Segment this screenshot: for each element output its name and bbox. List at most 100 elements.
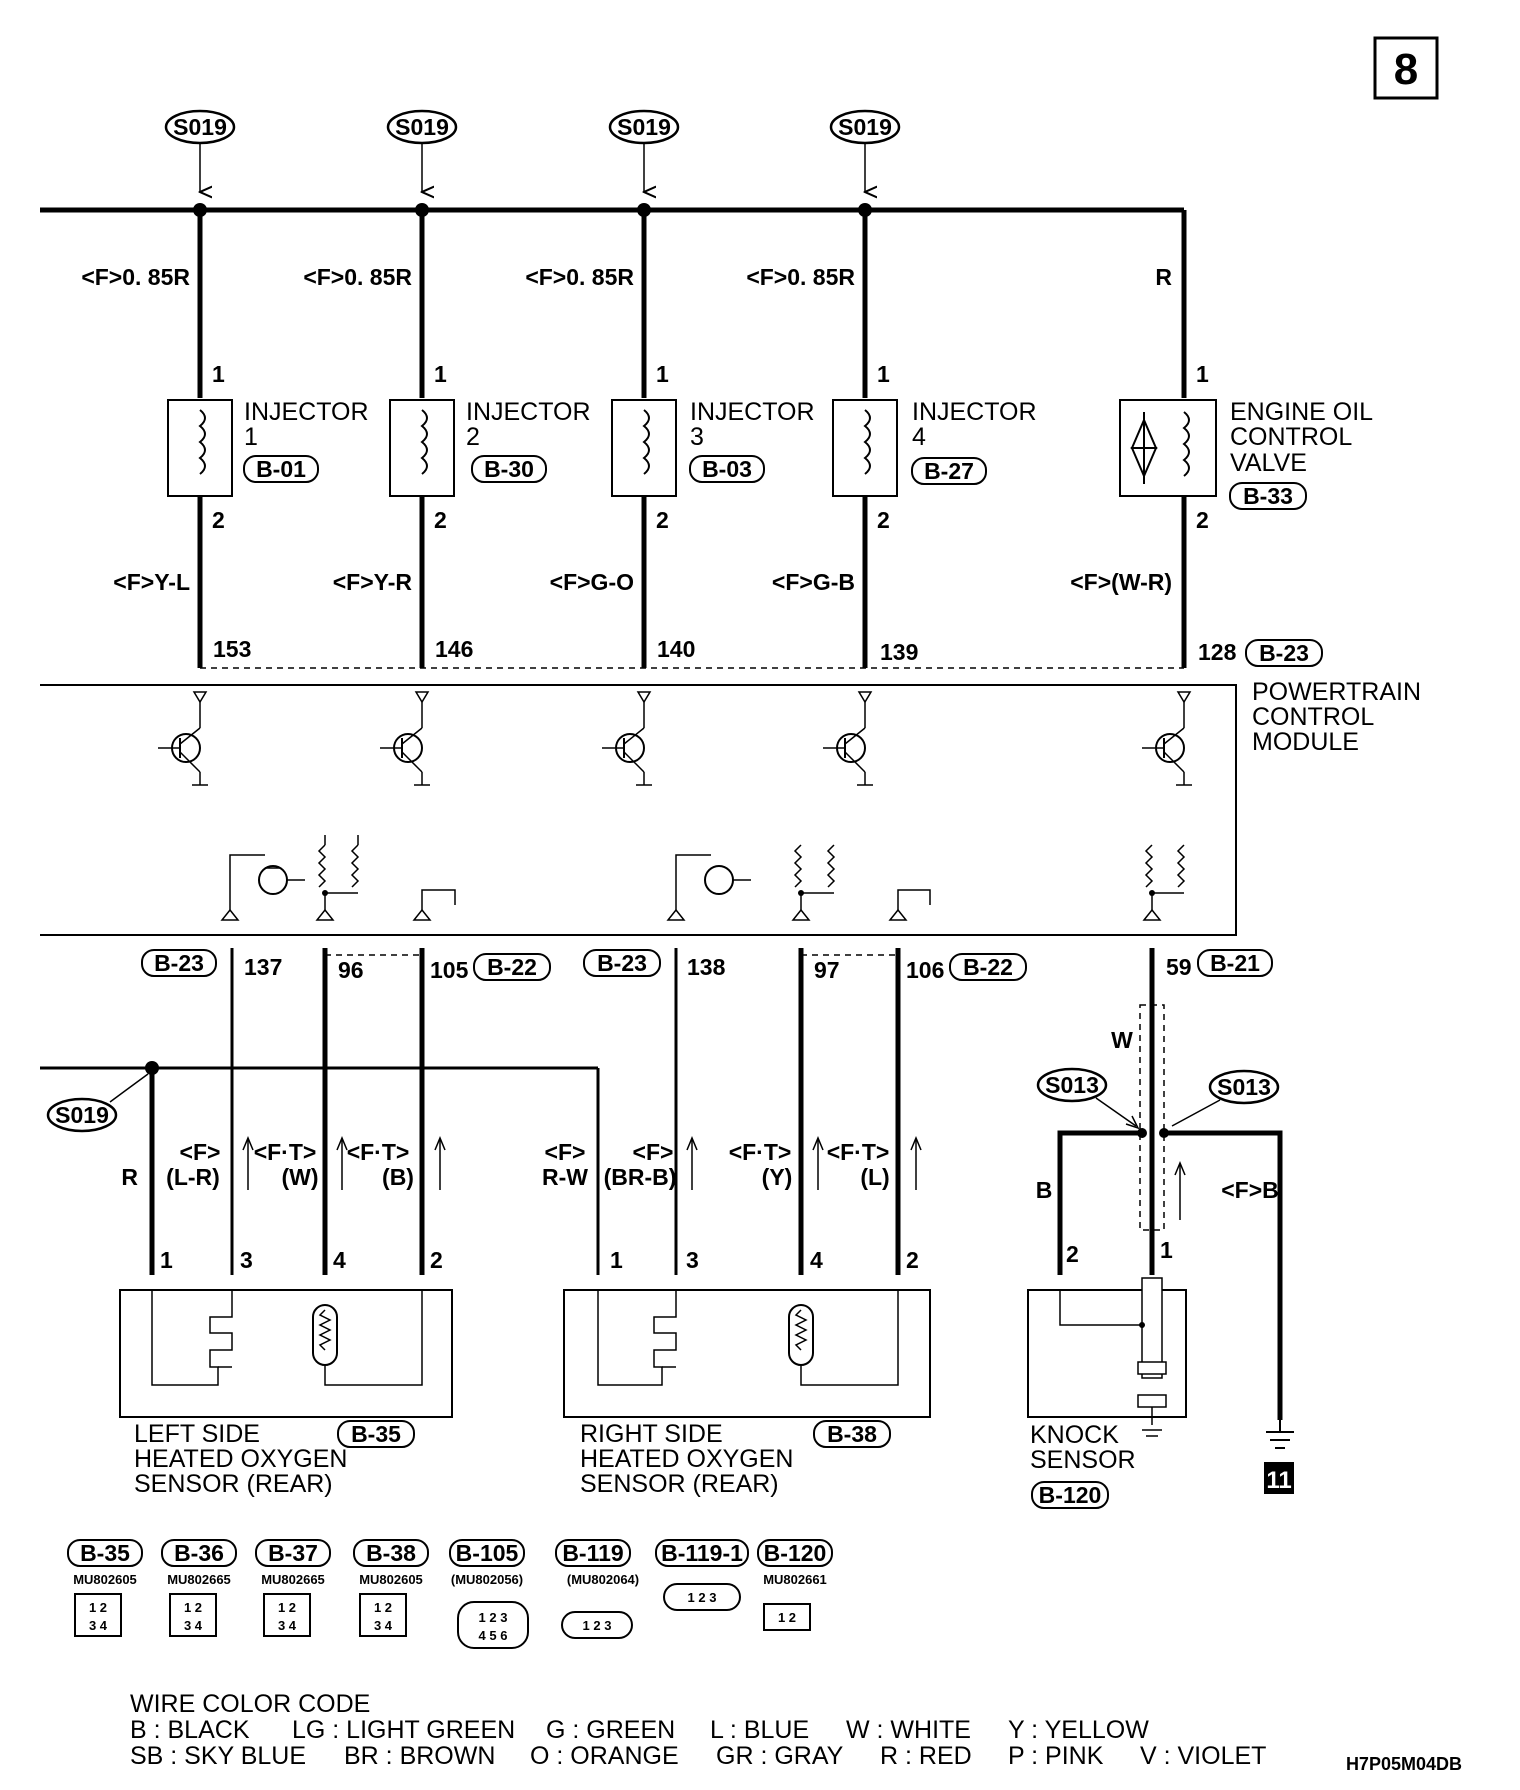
driver-5: [1142, 691, 1192, 786]
svg-text:MODULE: MODULE: [1252, 728, 1359, 756]
svg-text:SENSOR (REAR): SENSOR (REAR): [580, 1470, 779, 1498]
svg-text:INJECTOR: INJECTOR: [912, 398, 1037, 426]
svg-text:1: 1: [160, 1247, 173, 1273]
svg-text:HEATED OXYGEN: HEATED OXYGEN: [134, 1445, 347, 1473]
svg-text:MU802665: MU802665: [167, 1572, 231, 1587]
left-o2-wiring: B-23 137 96 105 B-22 S019 R <F> (L-R) <F…: [40, 948, 600, 1275]
svg-text:BR : BROWN: BR : BROWN: [344, 1742, 495, 1770]
svg-text:B-35: B-35: [351, 1421, 401, 1447]
svg-text:KNOCK: KNOCK: [1030, 1421, 1119, 1449]
svg-text:W: W: [1111, 1027, 1133, 1053]
svg-text:2: 2: [1066, 1241, 1079, 1267]
svg-text:2: 2: [466, 423, 480, 451]
svg-text:<F>0. 85R: <F>0. 85R: [525, 264, 634, 290]
legend-b-119: B-119 (MU802064) 1 2 3: [555, 1539, 639, 1639]
svg-text:2: 2: [430, 1247, 443, 1273]
svg-text:1: 1: [656, 361, 669, 387]
svg-text:146: 146: [435, 636, 473, 662]
svg-text:B-03: B-03: [702, 456, 752, 482]
svg-text:POWERTRAIN: POWERTRAIN: [1252, 678, 1421, 706]
svg-text:4: 4: [810, 1247, 823, 1273]
svg-text:<F>B: <F>B: [1221, 1177, 1279, 1203]
svg-text:MU802605: MU802605: [73, 1572, 137, 1587]
svg-text:CONTROL: CONTROL: [1252, 703, 1374, 731]
svg-text:<F>Y-L: <F>Y-L: [113, 569, 190, 595]
svg-text:(L): (L): [860, 1164, 889, 1190]
legend-b-35: B-35 MU802605 1 2 3 4: [67, 1539, 143, 1637]
svg-text:(L-R): (L-R): [166, 1164, 220, 1190]
svg-text:106: 106: [906, 957, 944, 983]
svg-text:3: 3: [686, 1247, 699, 1273]
svg-text:(W): (W): [281, 1164, 318, 1190]
sheet-number-box: 8: [1373, 36, 1439, 100]
injector-1: <F>0. 85R 1 2 <F>Y-L 153 INJECTOR 1 B-01: [81, 210, 369, 668]
svg-text:3 4: 3 4: [374, 1618, 393, 1633]
svg-text:137: 137: [244, 954, 282, 980]
injector-2: <F>0. 85R 1 2 <F>Y-R 146 INJECTOR 2 B-30: [303, 210, 591, 668]
svg-text:B-38: B-38: [827, 1421, 877, 1447]
injector-3: <F>0. 85R 1 2 <F>G-O 140 INJECTOR 3 B-03: [525, 210, 815, 668]
svg-text:INJECTOR: INJECTOR: [466, 398, 591, 426]
svg-text:2: 2: [434, 507, 447, 533]
legend-b-105: B-105 (MU802056) 1 2 3 4 5 6: [449, 1539, 529, 1649]
svg-text:2: 2: [906, 1247, 919, 1273]
svg-text:<F·T>: <F·T>: [347, 1139, 410, 1165]
svg-text:2: 2: [1196, 507, 1209, 533]
svg-text:<F·T>: <F·T>: [254, 1139, 317, 1165]
svg-text:B-21: B-21: [1210, 950, 1260, 976]
svg-text:RIGHT SIDE: RIGHT SIDE: [580, 1420, 723, 1448]
svg-text:<F>: <F>: [545, 1139, 586, 1165]
svg-text:INJECTOR: INJECTOR: [244, 398, 369, 426]
svg-text:B : BLACK: B : BLACK: [130, 1716, 250, 1744]
svg-text:O : ORANGE: O : ORANGE: [530, 1742, 679, 1770]
svg-text:G : GREEN: G : GREEN: [546, 1716, 675, 1744]
svg-text:P : PINK: P : PINK: [1008, 1742, 1104, 1770]
svg-text:B-119-1: B-119-1: [661, 1540, 743, 1566]
svg-text:97: 97: [814, 957, 840, 983]
svg-text:S019: S019: [173, 114, 227, 140]
svg-text:4: 4: [912, 423, 926, 451]
pcm-drivers: [158, 691, 1192, 786]
svg-text:<F>: <F>: [180, 1139, 221, 1165]
svg-text:R: R: [121, 1164, 138, 1190]
svg-text:<F>Y-R: <F>Y-R: [333, 569, 413, 595]
svg-text:<F>0. 85R: <F>0. 85R: [303, 264, 412, 290]
svg-text:B-38: B-38: [366, 1540, 416, 1566]
knock-wiring: 59 B-21 W B S013 S013 B <F>B 2 1: [1036, 948, 1283, 1420]
svg-text:B-23: B-23: [597, 950, 647, 976]
svg-text:3: 3: [240, 1247, 253, 1273]
splice-s019-1: S019: [164, 109, 236, 192]
legend-b-119-1: B-119-1 1 2 3: [655, 1539, 749, 1611]
svg-text:(B): (B): [382, 1164, 414, 1190]
svg-text:V : VIOLET: V : VIOLET: [1140, 1742, 1266, 1770]
svg-text:140: 140: [657, 636, 695, 662]
pcm-sensor-circuits: [220, 835, 1186, 921]
sheet-number: 8: [1394, 45, 1418, 94]
svg-text:W : WHITE: W : WHITE: [846, 1716, 971, 1744]
svg-text:105: 105: [430, 957, 469, 983]
svg-text:1: 1: [434, 361, 447, 387]
svg-text:3 4: 3 4: [184, 1618, 203, 1633]
svg-text:S013: S013: [1045, 1072, 1099, 1098]
svg-text:ENGINE OIL: ENGINE OIL: [1230, 398, 1373, 426]
svg-text:<F>G-B: <F>G-B: [772, 569, 855, 595]
svg-text:(Y): (Y): [762, 1164, 793, 1190]
svg-text:139: 139: [880, 639, 918, 665]
svg-text:1 2: 1 2: [89, 1600, 107, 1615]
wire-color-code: WIRE COLOR CODE B : BLACK LG : LIGHT GRE…: [130, 1690, 1266, 1770]
legend-b-37: B-37 MU802665 1 2 3 4: [255, 1539, 331, 1637]
svg-text:(BR-B): (BR-B): [604, 1164, 677, 1190]
svg-text:LEFT SIDE: LEFT SIDE: [134, 1420, 260, 1448]
drawing-code: H7P05M04DB: [1346, 1754, 1462, 1774]
svg-text:R : RED: R : RED: [880, 1742, 972, 1770]
svg-text:1: 1: [244, 423, 258, 451]
svg-text:1 2: 1 2: [778, 1610, 796, 1625]
left-o2-sensor: LEFT SIDE HEATED OXYGEN SENSOR (REAR) B-…: [119, 1289, 453, 1498]
splice-s019-4: S019: [829, 109, 901, 192]
svg-text:B-27: B-27: [924, 458, 974, 484]
svg-text:B-119: B-119: [562, 1540, 623, 1566]
driver-2: [380, 691, 430, 786]
svg-text:2: 2: [877, 507, 890, 533]
driver-4: [823, 691, 873, 786]
